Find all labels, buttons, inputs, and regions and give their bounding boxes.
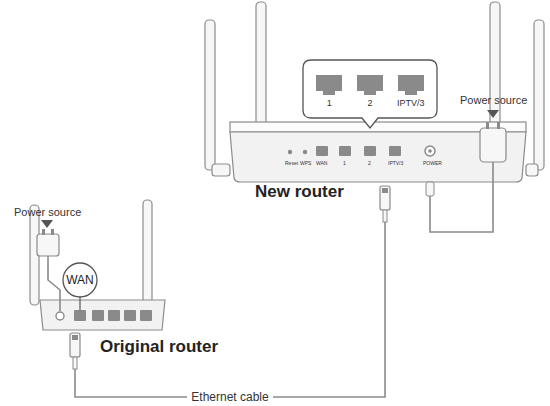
port-zoom-callout: 1 2 IPTV/3 [303, 60, 437, 118]
port-name: WAN [66, 273, 94, 287]
device-name: New router [255, 182, 530, 202]
port-label: WAN [316, 161, 327, 167]
power-source-label: Power source [14, 206, 81, 218]
port-label: 1 [343, 161, 346, 167]
port-label: IPTV/3 [388, 161, 403, 167]
ethernet-port [356, 74, 384, 96]
device-name: Original router [100, 337, 242, 357]
original-router: Original router [35, 300, 242, 360]
wan-callout: WAN [63, 263, 97, 297]
port-label: Reset [285, 161, 298, 167]
new-router: New router [228, 120, 530, 205]
ethernet-port [315, 74, 343, 96]
cable-label: Ethernet cable [187, 390, 272, 404]
port-label: WPS [300, 161, 311, 167]
power-source-label: Power source [460, 94, 527, 106]
port-column: 1 [309, 74, 349, 108]
port-column: 2 [350, 74, 390, 108]
port-label: POWER [423, 161, 442, 167]
port-label: 2 [368, 161, 371, 167]
port-number: 1 [327, 98, 332, 108]
port-number: IPTV/3 [397, 98, 425, 108]
port-number: 2 [367, 98, 372, 108]
port-column: IPTV/3 [391, 74, 431, 108]
ethernet-port [397, 74, 425, 96]
